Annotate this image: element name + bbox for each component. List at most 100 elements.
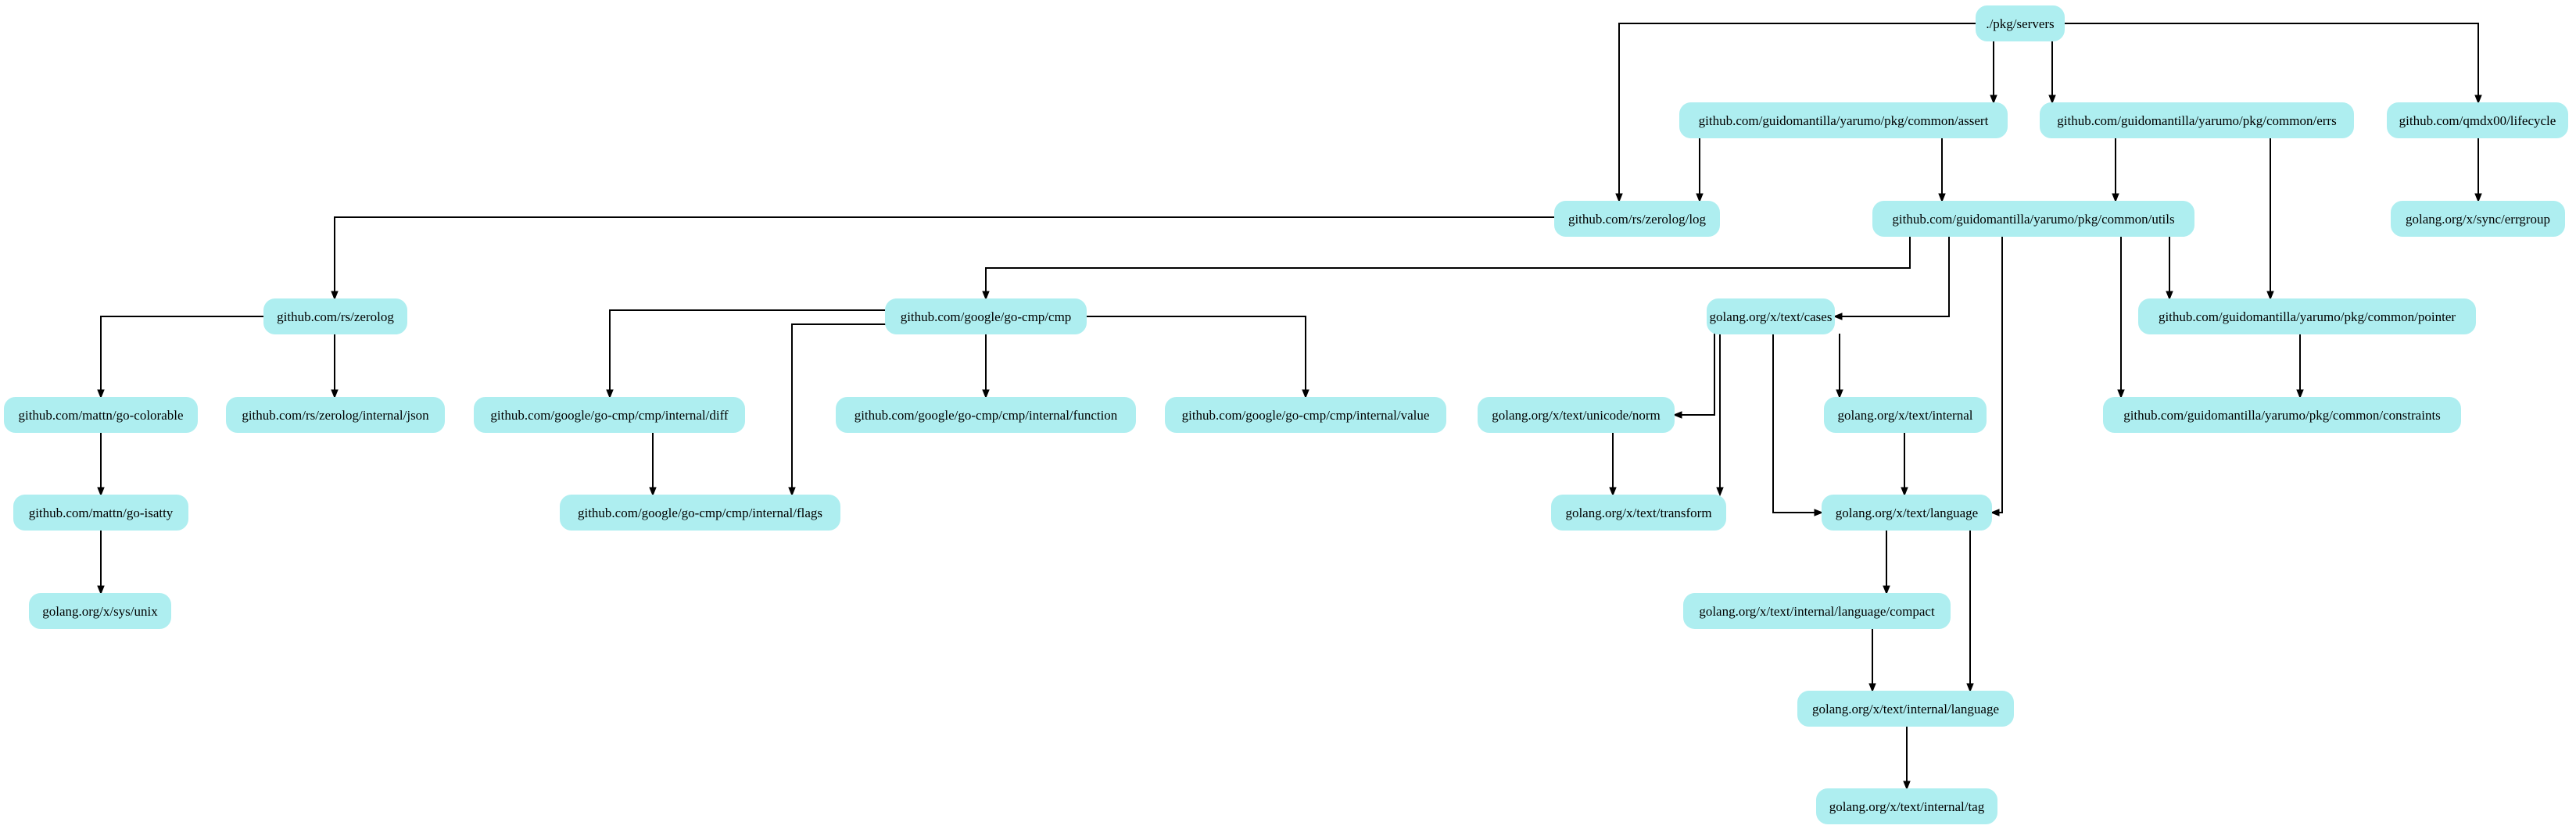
node-utils: github.com/guidomantilla/yarumo/pkg/comm…: [1872, 201, 2194, 237]
edge-lifecycle-to-errgroup: [2474, 138, 2482, 203]
node-box: [1976, 5, 2065, 41]
node-gocmp: github.com/google/go-cmp/cmp: [885, 298, 1087, 334]
node-isatty: github.com/mattn/go-isatty: [13, 495, 188, 531]
edge-pkg_servers-to-lifecycle: [2064, 23, 2482, 105]
node-box: [1824, 397, 1987, 433]
node-box: [836, 397, 1136, 433]
node-label: github.com/guidomantilla/yarumo/pkg/comm…: [2123, 408, 2441, 423]
node-box: [226, 397, 445, 433]
edge-line: [1840, 236, 1950, 317]
node-internal-language: golang.org/x/text/internal/language: [1797, 691, 2014, 727]
node-label: github.com/mattn/go-isatty: [29, 506, 174, 520]
edge-line: [609, 309, 886, 391]
node-box: [13, 495, 188, 531]
node-box: [1683, 593, 1951, 629]
arrowhead: [2048, 95, 2056, 105]
edge-utils-to-text_cases: [1833, 236, 1950, 320]
node-label: golang.org/x/text/cases: [1710, 309, 1833, 324]
node-label: golang.org/x/text/internal: [1838, 408, 1973, 423]
node-box: [560, 495, 840, 531]
node-box: [1797, 691, 2014, 727]
node-box: [2138, 298, 2476, 334]
nodes-layer: ./pkg/servers github.com/guidomantilla/ya…: [4, 5, 2568, 824]
edge-text_cases-to-unicode_norm: [1672, 334, 1715, 419]
node-box: [1707, 298, 1835, 334]
edge-text_language-to-lang_compact: [1883, 530, 1890, 595]
node-box: [1554, 201, 1720, 237]
node-lang-compact: golang.org/x/text/internal/language/comp…: [1683, 593, 1951, 629]
edge-line: [2064, 23, 2479, 97]
node-colorable: github.com/mattn/go-colorable: [4, 397, 198, 433]
node-label: github.com/qmdx00/lifecycle: [2399, 113, 2556, 128]
edge-line: [1680, 334, 1715, 416]
arrowhead: [606, 389, 614, 399]
edge-utils-to-constraints: [2117, 236, 2125, 399]
node-zerolog-json: github.com/rs/zerolog/internal/json: [226, 397, 445, 433]
arrowhead: [97, 585, 105, 595]
edge-zerolog_log-to-zerolog: [331, 216, 1555, 301]
node-pkg-servers: ./pkg/servers: [1976, 5, 2065, 41]
arrowhead: [1903, 781, 1911, 791]
edges-layer: [97, 23, 2482, 791]
edge-colorable-to-isatty: [97, 432, 105, 497]
node-internal-tag: golang.org/x/text/internal/tag: [1816, 788, 1997, 824]
arrowhead: [2112, 193, 2119, 203]
node-label: github.com/rs/zerolog/log: [1568, 212, 1707, 227]
edge-line: [791, 323, 886, 489]
node-box: [1822, 495, 1992, 531]
node-cmp-value: github.com/google/go-cmp/cmp/internal/va…: [1165, 397, 1446, 433]
edge-text_internal-to-text_language: [1901, 432, 1908, 497]
node-box: [2103, 397, 2461, 433]
node-label: github.com/guidomantilla/yarumo/pkg/comm…: [1699, 113, 1989, 128]
arrowhead: [1990, 95, 1997, 105]
edge-zerolog-to-zerolog_json: [331, 334, 339, 399]
node-label: github.com/guidomantilla/yarumo/pkg/comm…: [2159, 309, 2456, 324]
node-label: golang.org/x/sys/unix: [42, 604, 158, 619]
node-pointer: github.com/guidomantilla/yarumo/pkg/comm…: [2138, 298, 2476, 334]
node-box: [263, 298, 407, 334]
edge-unicode_norm-to-text_transform: [1609, 432, 1617, 497]
node-label: golang.org/x/text/internal/language/comp…: [1699, 604, 1935, 619]
node-label: github.com/guidomantilla/yarumo/pkg/comm…: [1892, 212, 2174, 227]
edge-lang_compact-to-internal_language: [1868, 628, 1876, 693]
edge-pointer-to-constraints: [2296, 334, 2304, 399]
node-label: golang.org/x/text/unicode/norm: [1492, 408, 1660, 423]
edge-cmp_diff-to-cmp_flags: [649, 432, 657, 497]
edge-utils-to-pointer: [2166, 236, 2173, 301]
edge-errs-to-utils: [2112, 138, 2119, 203]
node-label: golang.org/x/sync/errgroup: [2406, 212, 2550, 227]
node-box: [2391, 201, 2565, 237]
arrowhead: [2266, 291, 2274, 301]
edge-line: [334, 216, 1555, 293]
node-box: [1478, 397, 1675, 433]
arrowhead: [1696, 193, 1704, 203]
node-text-transform: golang.org/x/text/transform: [1551, 495, 1726, 531]
node-box: [4, 397, 198, 433]
node-label: github.com/google/go-cmp/cmp/internal/fl…: [578, 506, 822, 520]
arrowhead: [649, 487, 657, 497]
node-label: github.com/google/go-cmp/cmp/internal/di…: [490, 408, 729, 423]
edge-line: [1086, 316, 1306, 391]
arrowhead: [1609, 487, 1617, 497]
arrowhead: [1868, 683, 1876, 693]
node-zerolog-log: github.com/rs/zerolog/log: [1554, 201, 1720, 237]
edge-errs-to-pointer: [2266, 138, 2274, 301]
edge-utils-to-gocmp: [982, 236, 1911, 301]
edge-gocmp-to-cmp_function: [982, 334, 990, 399]
node-label: github.com/rs/zerolog/internal/json: [242, 408, 429, 423]
edge-text_cases-to-text_language: [1772, 334, 1824, 516]
arrowhead: [1672, 411, 1682, 419]
edge-zerolog-to-colorable: [97, 316, 264, 399]
arrowhead: [1966, 683, 1974, 693]
edge-assert-to-zerolog_log: [1696, 138, 1704, 203]
arrowhead: [97, 487, 105, 497]
node-errs: github.com/guidomantilla/yarumo/pkg/comm…: [2040, 102, 2354, 138]
arrowhead: [2117, 389, 2125, 399]
node-label: github.com/rs/zerolog: [277, 309, 394, 324]
node-errgroup: golang.org/x/sync/errgroup: [2391, 201, 2565, 237]
node-box: [474, 397, 745, 433]
edge-pkg_servers-to-zerolog_log: [1615, 23, 1976, 203]
node-text-cases: golang.org/x/text/cases: [1707, 298, 1835, 334]
node-box: [885, 298, 1087, 334]
